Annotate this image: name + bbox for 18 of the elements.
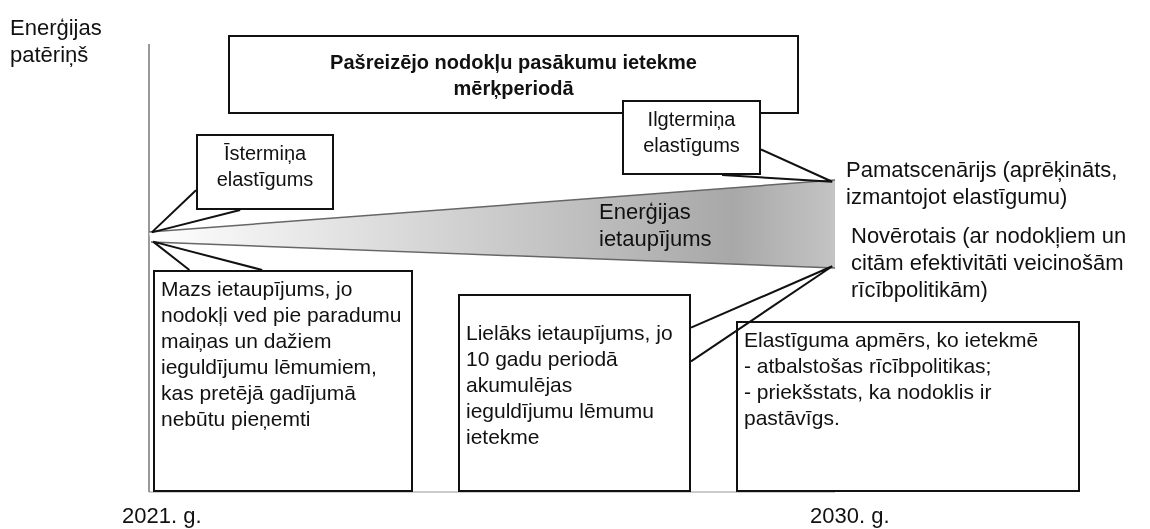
note-text: - priekšstats, ka nodoklis ir pastāvīgs. [744,379,993,431]
axis-title: Enerģijas patēriņš [10,14,103,68]
callout-box: Ilgtermiņa elastīgums [622,100,761,175]
note-box [736,321,1080,492]
axis-tick-label: 2030. g. [810,502,891,529]
callout-box: Mazs ietaupījums, jo nodokļi ved pie paradumu maiņas un dažiem ieguldījumu lēmumiem, kas pretējā gadījumā nebūtu pieņemti [153,270,413,492]
axis-tick-label: 2021. g. [122,502,203,529]
callout-pointer [150,189,242,234]
callout-pointer [152,240,264,271]
callout-pointer [721,148,834,183]
note-text: - atbalstošas rīcībpolitikas; [744,353,993,379]
note-text: Elastīguma apmērs, ko ietekmē [744,327,1040,353]
series-label: Novērotais (ar nodokļiem un citām efektivitāti veicinošām rīcībpolitikām) [851,222,1128,303]
callout-box: Īstermiņa elastīgums [196,134,334,210]
area-label: Enerģijas ietaupījums [599,198,713,252]
callout-box: Lielāks ietaupījums, jo 10 gadu periodā akumulējas ieguldījumu lēmumu ietekme [458,294,691,492]
series-label: Pamatscenārijs (aprēķināts, izmantojot elastīgumu) [846,156,1119,210]
callout-pointer [690,265,834,363]
